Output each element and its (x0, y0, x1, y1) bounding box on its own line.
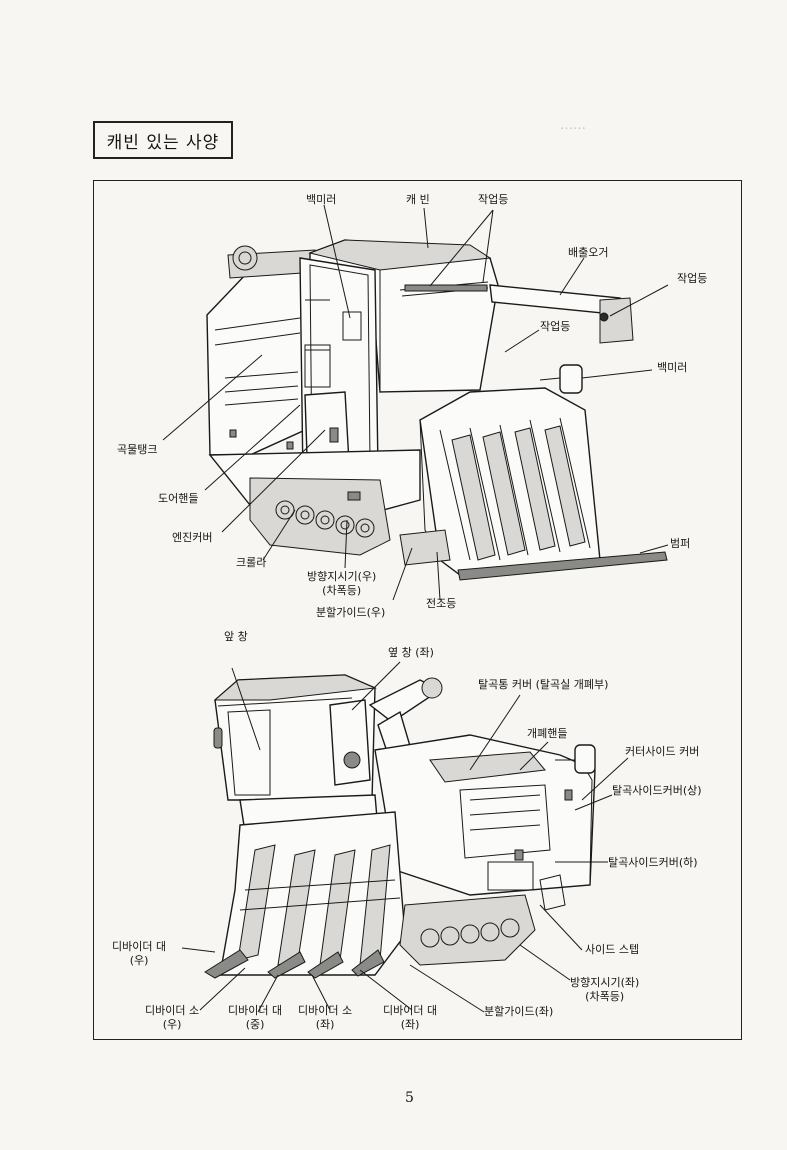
label-divider-large-left: 디바이더 대 (좌) (383, 1004, 437, 1032)
label-divider-large-left-text: 디바이더 대 (383, 1004, 438, 1017)
label-side-window-left: 옆 창 (좌) (388, 646, 434, 659)
label-divider-small-left: 디바이더 소 (좌) (298, 1004, 352, 1032)
label-divider-large-left-sub: (좌) (400, 1018, 420, 1031)
label-work-light-mid: 작업등 (540, 320, 571, 333)
label-direction-indicator-right-sub: (차폭등) (322, 584, 362, 597)
label-threshing-cover: 탈곡통 커버 (탈곡실 개폐부) (478, 678, 609, 691)
label-side-step: 사이드 스텝 (585, 943, 640, 956)
label-crawler: 크롤라 (236, 556, 267, 569)
label-headlight: 전조등 (426, 597, 457, 610)
label-cabin: 캐 빈 (406, 193, 430, 206)
label-divider-guide-left: 분할가이드(좌) (484, 1005, 554, 1018)
label-divider-small-right-text: 디바이더 소 (145, 1004, 200, 1017)
label-direction-indicator-left-sub: (차폭등) (585, 990, 625, 1003)
label-divider-small-right-sub: (우) (162, 1018, 182, 1031)
label-divider-large-center: 디바이더 대 (중) (228, 1004, 282, 1032)
label-grain-tank: 곡물탱크 (117, 443, 158, 456)
label-direction-indicator-right: 방향지시기(우) (차폭등) (307, 570, 376, 598)
label-divider-large-center-sub: (중) (245, 1018, 265, 1031)
label-divider-guide-right: 분할가이드(우) (316, 606, 386, 619)
top-harvester-drawing (162, 204, 669, 601)
label-discharge-auger: 배출오거 (568, 246, 609, 259)
label-back-mirror-right: 백미러 (657, 361, 688, 374)
label-divider-large-right-sub: (우) (129, 954, 149, 967)
label-work-light-right: 작업등 (677, 272, 708, 285)
label-divider-small-right: 디바이더 소 (우) (145, 1004, 199, 1032)
label-direction-indicator-right-text: 방향지시기(우) (307, 570, 377, 583)
label-engine-cover: 엔진커버 (172, 531, 213, 544)
label-divider-large-right: 디바이더 대 (우) (112, 940, 166, 968)
section-title: 캐빈 있는 사양 (93, 121, 233, 159)
label-threshing-side-cover-lower: 탈곡사이드커버(하) (608, 856, 698, 869)
label-open-handle: 개폐핸들 (527, 727, 568, 740)
bottom-harvester-drawing (181, 661, 629, 1013)
page-number: 5 (405, 1090, 414, 1106)
label-direction-indicator-left: 방향지시기(좌) (차폭등) (570, 976, 639, 1004)
label-back-mirror-left: 백미러 (306, 193, 337, 206)
label-bumper: 범퍼 (670, 537, 691, 550)
label-divider-small-left-sub: (좌) (315, 1018, 335, 1031)
label-threshing-side-cover-upper: 탈곡사이드커버(상) (612, 784, 702, 797)
label-divider-small-left-text: 디바이더 소 (298, 1004, 353, 1017)
label-work-light-top: 작업등 (478, 193, 509, 206)
label-direction-indicator-left-text: 방향지시기(좌) (570, 976, 640, 989)
diagram-frame (93, 180, 742, 1040)
label-cutter-side-cover: 커터사이드 커버 (625, 745, 700, 758)
label-divider-large-right-text: 디바이더 대 (112, 940, 167, 953)
label-door-handle: 도어핸들 (158, 492, 199, 505)
label-front-window: 앞 창 (224, 630, 248, 643)
label-divider-large-center-text: 디바이더 대 (228, 1004, 283, 1017)
